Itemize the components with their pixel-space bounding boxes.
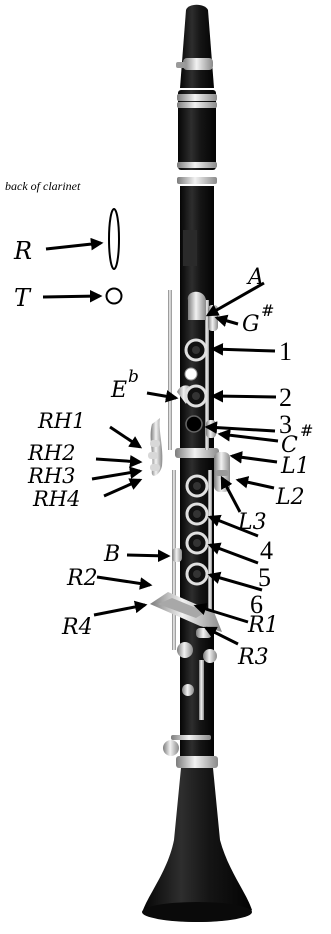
label-rh2: RH2 <box>27 441 76 465</box>
c-sharp-key <box>206 420 216 438</box>
arrows <box>42 237 279 646</box>
arrow-5 <box>207 542 259 565</box>
arrow-rh1 <box>109 425 143 449</box>
labels: R T A G # 1 E b 2 3 C # RH1 RH2 RH3 RH4 … <box>13 237 313 670</box>
label-e-flat-sup: b <box>128 367 139 387</box>
arrow-r4 <box>93 600 148 617</box>
arrow-a <box>205 281 265 317</box>
label-l1: L1 <box>280 454 310 479</box>
clarinet <box>142 4 252 922</box>
barrel-ring-bottom <box>177 102 217 108</box>
mouthpiece <box>180 4 214 88</box>
barrel <box>178 90 216 170</box>
register-key-outline <box>108 208 120 270</box>
label-r2: R2 <box>66 566 98 591</box>
arrow-4 <box>207 514 259 538</box>
label-1: 1 <box>279 337 292 366</box>
barrel-ring-top <box>177 94 217 101</box>
arrow-r2 <box>96 575 153 590</box>
arrow-t <box>42 289 103 303</box>
label-4: 4 <box>260 536 273 565</box>
arrow-l2 <box>235 476 275 490</box>
caption-back-of-clarinet: back of clarinet <box>5 179 81 193</box>
ligature <box>183 58 213 70</box>
label-b: B <box>103 542 120 567</box>
arrow-r3 <box>203 626 239 646</box>
label-r4: R4 <box>61 615 93 640</box>
arrow-c-sharp <box>217 428 279 443</box>
label-c-sharp-sup: # <box>300 421 313 440</box>
label-rh4: RH4 <box>32 487 81 511</box>
thumb-hole-outline <box>105 287 123 305</box>
arrow-rh4 <box>103 478 143 498</box>
b-key <box>172 548 182 562</box>
arrow-rh3 <box>91 466 143 481</box>
label-l3: L3 <box>237 510 267 535</box>
label-r1: R1 <box>247 613 279 638</box>
arrow-l1 <box>229 451 278 464</box>
a-key <box>187 291 206 320</box>
tone-hole-3 <box>185 415 203 433</box>
label-rh3: RH3 <box>27 464 76 488</box>
label-g-sharp-sup: # <box>261 301 274 320</box>
bell <box>143 768 252 922</box>
label-rh1: RH1 <box>37 409 86 433</box>
arrow-1 <box>210 343 276 356</box>
arrow-3 <box>204 421 276 434</box>
label-3: 3 <box>279 410 292 439</box>
label-e: E <box>110 378 127 403</box>
label-r: R <box>13 237 32 265</box>
middle-ring <box>175 448 219 458</box>
label-g: G <box>242 312 260 337</box>
arrow-6 <box>207 571 263 592</box>
label-5: 5 <box>258 563 271 592</box>
label-a: A <box>246 265 264 290</box>
arrow-g-sharp <box>214 314 239 327</box>
label-l2: L2 <box>275 485 305 510</box>
label-r3: R3 <box>237 645 269 670</box>
arrow-e-flat <box>146 390 179 403</box>
arrow-2 <box>210 389 277 403</box>
label-t: T <box>14 284 32 312</box>
arrow-b <box>126 549 171 563</box>
arrow-rh2 <box>95 455 143 468</box>
label-2: 2 <box>279 383 292 412</box>
label-c: C <box>281 433 298 458</box>
back-of-clarinet-inset: back of clarinet <box>5 179 123 305</box>
label-6: 6 <box>250 590 263 619</box>
arrow-l3 <box>220 475 242 513</box>
arrow-r1 <box>193 602 249 624</box>
arrow-r <box>45 237 104 251</box>
